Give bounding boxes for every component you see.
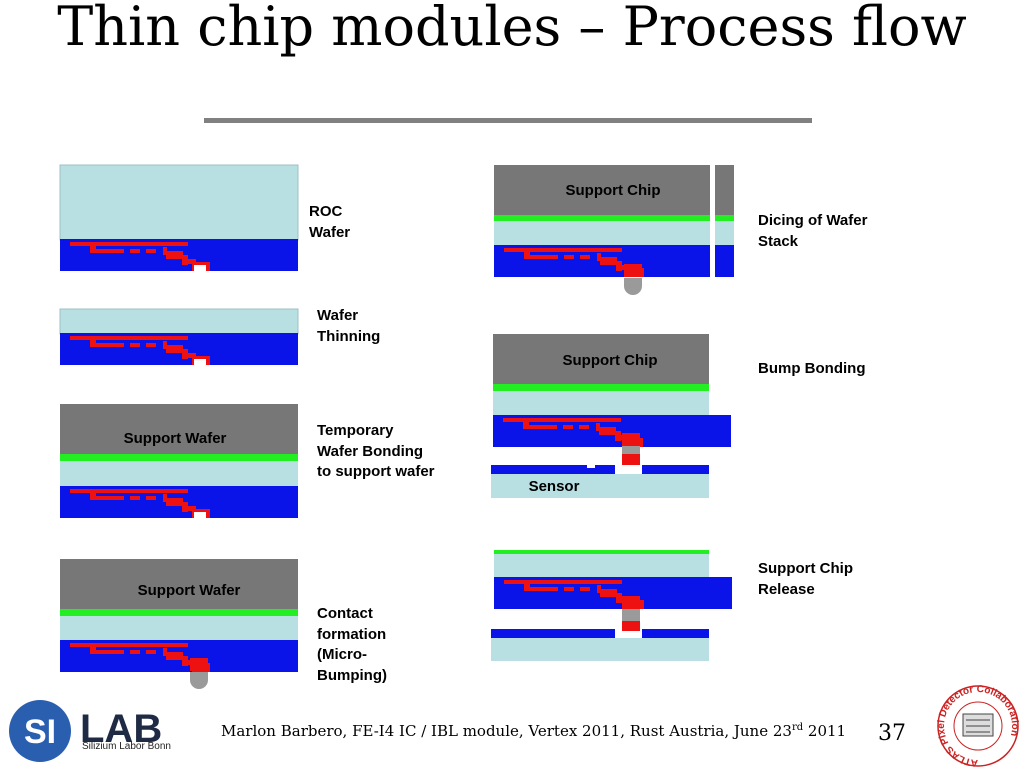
support-chip-label-2: Support Chip bbox=[563, 352, 658, 369]
bump-bonding-diagram bbox=[491, 334, 731, 498]
support-release-diagram bbox=[491, 550, 732, 661]
step-label-thinning: Wafer Thinning bbox=[317, 307, 381, 345]
logo-lab-text: LAB bbox=[80, 707, 162, 751]
atlas-collaboration-seal: ATLAS Pixel Detector Collaboration bbox=[936, 684, 1020, 768]
logo-si-text: SI bbox=[24, 713, 56, 751]
title-underline bbox=[204, 118, 812, 123]
step-label-contact: Contact formation (Micro- Bumping) bbox=[317, 605, 387, 684]
logo-subtitle: Silizium Labor Bonn bbox=[82, 741, 171, 752]
footer-author-line: Marlon Barbero, FE-I4 IC / IBL module, V… bbox=[221, 722, 846, 740]
thinned-wafer-diagram bbox=[59, 308, 299, 365]
step-label-bump-bonding: Bump Bonding bbox=[758, 360, 866, 377]
support-chip-label: Support Chip bbox=[566, 182, 661, 199]
footer-author-sup: rd bbox=[791, 722, 804, 733]
step-label-temp-bonding: Temporary Wafer Bonding to support wafer bbox=[317, 422, 435, 480]
page-number: 37 bbox=[878, 721, 906, 746]
temporary-bonding-diagram bbox=[60, 404, 298, 518]
support-wafer-label-2: Support Wafer bbox=[138, 582, 241, 599]
silab-logo: SI LAB bbox=[9, 700, 162, 762]
footer-author-text: Marlon Barbero, FE-I4 IC / IBL module, V… bbox=[221, 722, 792, 740]
step-label-release: Support Chip Release bbox=[758, 560, 853, 598]
step-label-dicing: Dicing of Wafer Stack bbox=[758, 212, 868, 250]
contact-formation-diagram bbox=[60, 559, 298, 689]
footer-author-year: 2011 bbox=[803, 722, 847, 740]
sensor-label: Sensor bbox=[529, 478, 580, 495]
step-label-roc-wafer: ROC Wafer bbox=[309, 203, 351, 241]
slide-title: Thin chip modules – Process flow bbox=[57, 0, 967, 58]
dicing-diagram bbox=[494, 163, 734, 295]
support-wafer-label: Support Wafer bbox=[124, 430, 227, 447]
roc-wafer-diagram bbox=[59, 164, 299, 271]
